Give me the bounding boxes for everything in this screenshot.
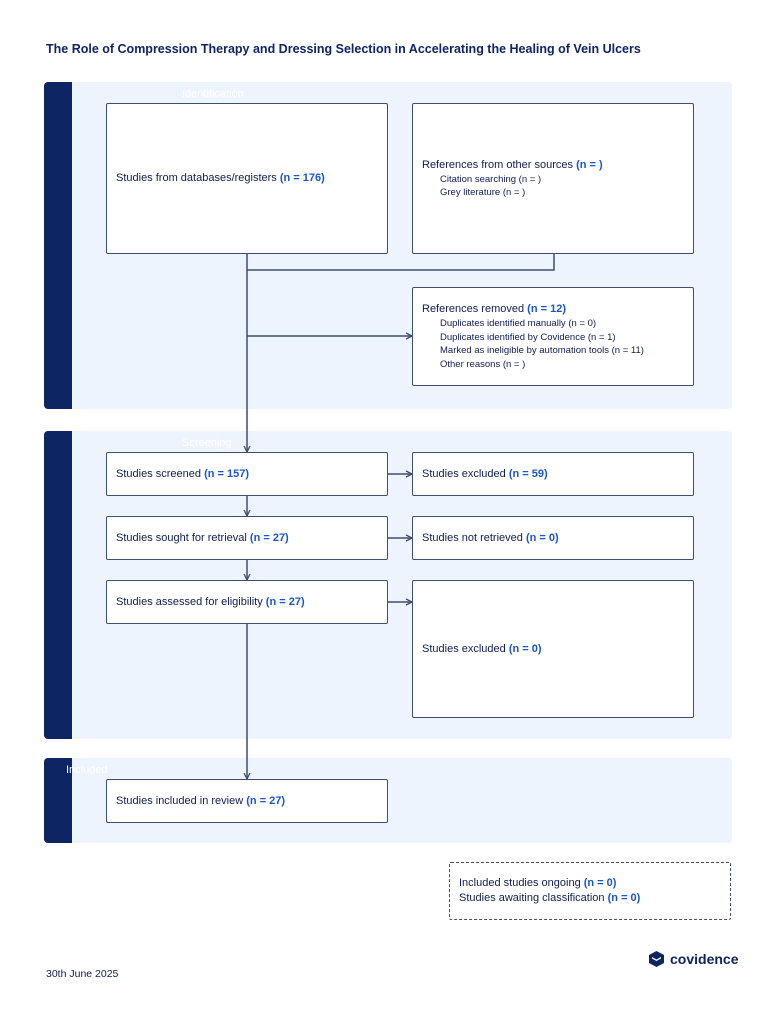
retrieval-box: Studies sought for retrieval (n = 27)	[106, 516, 388, 560]
included-review-count: (n = 27)	[246, 794, 286, 807]
other-sources-count: (n = )	[576, 158, 603, 171]
included-phase-bar	[44, 758, 72, 843]
studies-excluded-label: Studies excluded	[422, 467, 509, 480]
other-sources-box: References from other sources (n = ) Cit…	[412, 103, 694, 254]
removed-item: Marked as ineligible by automation tools…	[440, 345, 644, 356]
connector-other-merge	[247, 254, 555, 271]
covidence-logo-icon	[649, 951, 664, 967]
included-phase-label: Included	[66, 764, 108, 776]
references-removed-box: References removed (n = 12) Duplicates i…	[412, 287, 694, 386]
references-removed-label: References removed	[422, 303, 528, 315]
studies-screened-count: (n = 157)	[204, 467, 249, 480]
databases-box: Studies from databases/registers (n = 17…	[106, 103, 388, 254]
awaiting-count: (n = 0)	[607, 892, 641, 904]
removed-item: Other reasons (n = )	[440, 358, 526, 370]
studies-excluded-count: (n = 59)	[508, 467, 548, 480]
eligibility-excluded-box: Studies excluded (n = 0)	[412, 580, 694, 718]
screening-phase-bar	[44, 431, 72, 739]
databases-label: Studies from databases/registers	[116, 172, 280, 184]
citation-searching: Citation searching (n = )	[440, 173, 542, 185]
ongoing-label: Included studies ongoing	[459, 877, 584, 889]
not-retrieved-box: Studies not retrieved (n = 0)	[412, 516, 694, 560]
included-review-box: Studies included in review (n = 27)	[106, 779, 388, 823]
covidence-logo: covidence	[648, 950, 738, 968]
eligibility-excluded-count: (n = 0)	[508, 642, 542, 655]
screening-phase-label: Screening	[182, 437, 232, 449]
report-date: 30th June 2025	[46, 968, 119, 980]
covidence-logo-text: covidence	[670, 951, 739, 967]
removed-item: Duplicates identified manually (n = 0)	[440, 318, 597, 329]
eligibility-label: Studies assessed for eligibility	[116, 595, 266, 608]
other-sources-label: References from other sources	[422, 158, 577, 171]
not-retrieved-count: (n = 0)	[525, 531, 559, 544]
included-review-label: Studies included in review	[116, 794, 247, 807]
eligibility-count: (n = 27)	[265, 595, 305, 608]
studies-excluded-box: Studies excluded (n = 59)	[412, 452, 694, 496]
ongoing-count: (n = 0)	[583, 877, 617, 889]
retrieval-label: Studies sought for retrieval	[116, 531, 250, 544]
studies-screened-label: Studies screened	[116, 467, 205, 480]
retrieval-count: (n = 27)	[249, 531, 289, 544]
identification-phase-bar	[44, 82, 72, 409]
awaiting-label: Studies awaiting classification	[459, 892, 608, 904]
page-title: The Role of Compression Therapy and Dres…	[46, 42, 641, 56]
grey-literature: Grey literature (n = )	[440, 187, 526, 198]
removed-item: Duplicates identified by Covidence (n = …	[440, 331, 616, 343]
eligibility-box: Studies assessed for eligibility (n = 27…	[106, 580, 388, 624]
eligibility-excluded-label: Studies excluded	[422, 642, 509, 655]
identification-phase-label: Identification	[182, 88, 244, 100]
studies-screened-box: Studies screened (n = 157)	[106, 452, 388, 496]
not-retrieved-label: Studies not retrieved	[422, 531, 526, 544]
ongoing-awaiting-box: Included studies ongoing (n = 0) Studies…	[449, 862, 731, 920]
references-removed-count: (n = 12)	[527, 303, 566, 315]
databases-count: (n = 176)	[279, 172, 325, 184]
